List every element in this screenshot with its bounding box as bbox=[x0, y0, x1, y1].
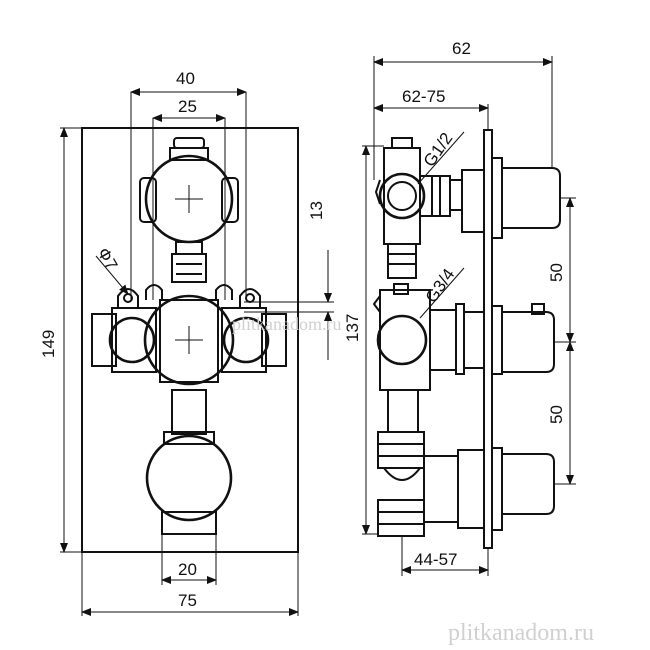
dim-62: 62 bbox=[452, 39, 471, 58]
cover-plate bbox=[81, 127, 299, 553]
side-bottom-body bbox=[377, 431, 555, 537]
dim-50-lower: 50 bbox=[547, 405, 566, 424]
dim-44-57: 44-57 bbox=[414, 550, 457, 569]
middle-valve-body bbox=[91, 284, 287, 386]
side-cover-plate bbox=[483, 129, 493, 549]
dim-25: 25 bbox=[178, 97, 197, 116]
dim-50-upper: 50 bbox=[547, 263, 566, 282]
watermark-corner: plitkanadom.ru bbox=[448, 620, 594, 646]
bottom-handle bbox=[145, 434, 233, 535]
dim-149: 149 bbox=[39, 330, 58, 358]
upper-stem bbox=[171, 241, 207, 283]
front-dimensions: 40 25 149 13 Ф7 20 75 bbox=[39, 69, 334, 616]
side-upper-stem bbox=[387, 243, 417, 279]
dim-hole: Ф7 bbox=[94, 245, 122, 274]
side-lower-stem bbox=[387, 389, 419, 433]
dim-137: 137 bbox=[343, 314, 362, 342]
side-dimensions: 62 62-75 G1/2 G3/4 137 50 50 44-57 bbox=[343, 39, 576, 576]
dim-40: 40 bbox=[176, 69, 195, 88]
dim-75: 75 bbox=[178, 591, 197, 610]
dim-62-75: 62-75 bbox=[402, 87, 445, 106]
side-view bbox=[372, 129, 561, 549]
dim-20: 20 bbox=[178, 560, 197, 579]
dim-13: 13 bbox=[307, 201, 326, 220]
front-view bbox=[81, 127, 299, 553]
side-middle-body bbox=[372, 283, 555, 391]
top-handle bbox=[139, 137, 239, 244]
side-top-handle bbox=[374, 137, 561, 245]
watermark-center: plitkanadom.ru bbox=[232, 314, 341, 334]
dim-thread-mid: G3/4 bbox=[422, 265, 459, 306]
dim-thread-top: G1/2 bbox=[420, 129, 457, 170]
lower-stem bbox=[163, 389, 215, 445]
